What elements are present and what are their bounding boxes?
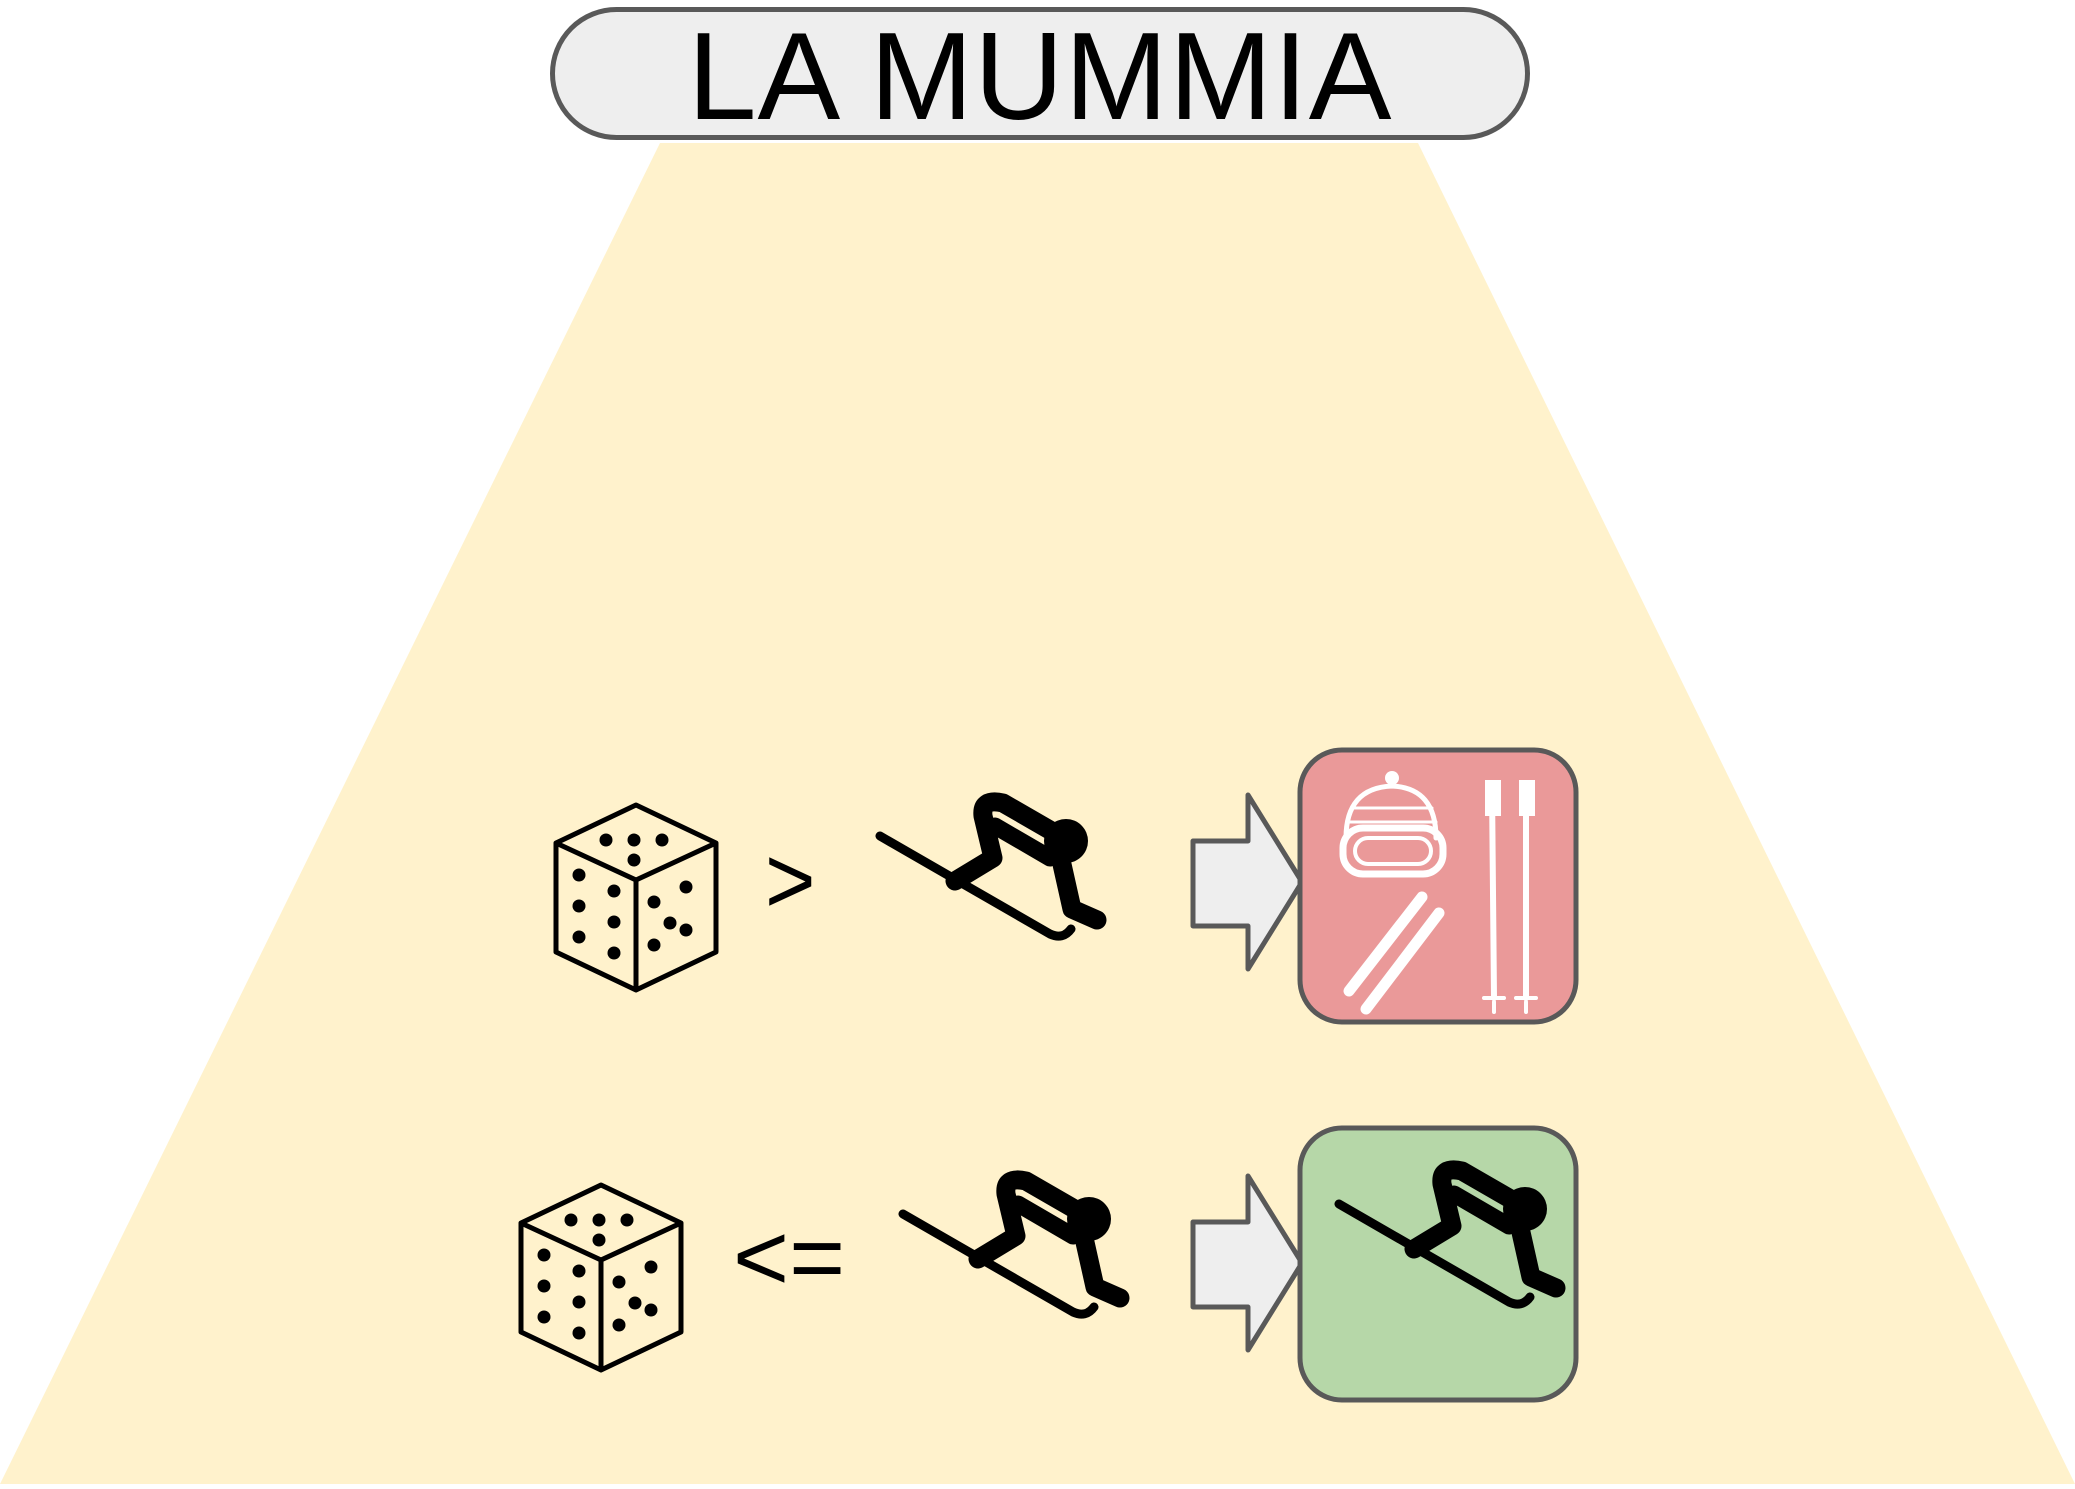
skier-icon [1339, 1170, 1556, 1304]
dice-icon [556, 805, 716, 990]
operator-greater-than: > [765, 827, 816, 934]
rule-row-greater [556, 747, 1579, 1025]
title-banner: LA MUMMIA [550, 7, 1530, 140]
dice-icon [521, 1185, 681, 1370]
skier-icon [903, 1180, 1120, 1314]
operator-less-equal: <= [733, 1204, 846, 1311]
arrow-right-icon [1190, 792, 1305, 972]
rule-row-less-equal [521, 1125, 1579, 1403]
page-title: LA MUMMIA [687, 7, 1393, 146]
arrow-right-icon [1190, 1173, 1305, 1353]
ski-equipment-icon [1339, 771, 1538, 1015]
skier-icon [880, 802, 1097, 936]
